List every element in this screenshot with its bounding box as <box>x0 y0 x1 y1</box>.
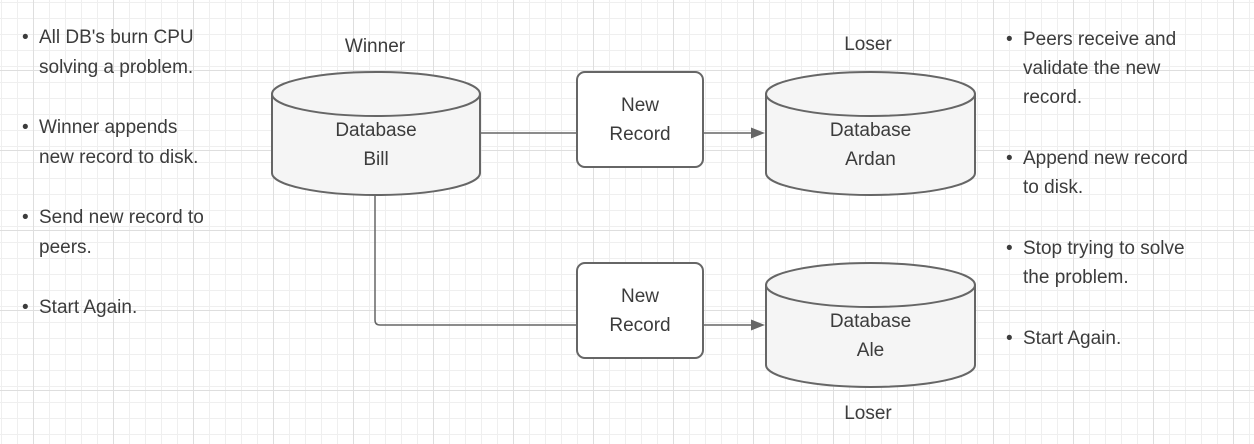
db-ardan-label: Database Ardan <box>829 119 912 170</box>
list-item: Stop trying to solve the problem. <box>1006 234 1251 292</box>
db-ale-label: Database Ale <box>829 311 912 361</box>
new-record-bottom-label: New Record <box>609 285 671 336</box>
winner-label: Winner <box>344 35 406 57</box>
new-record-bottom-box <box>576 262 704 359</box>
new-record-top-label: New Record <box>609 94 671 145</box>
list-item: Start Again. <box>22 293 252 323</box>
list-item: Append new record to disk. <box>1006 144 1251 202</box>
loser-top-label: Loser <box>844 33 892 55</box>
db-bill-cylinder <box>271 71 481 196</box>
list-item: Start Again. <box>1006 324 1251 353</box>
db-ale-cylinder <box>765 262 976 388</box>
db-bill-label: Database Bill <box>335 119 417 170</box>
left-notes-list: All DB's burn CPU solving a problem. Win… <box>22 23 252 353</box>
right-notes-list: Peers receive and validate the new recor… <box>1006 25 1251 385</box>
list-item: Peers receive and validate the new recor… <box>1006 25 1251 112</box>
list-item: Winner appends new record to disk. <box>22 113 252 173</box>
connector-bill-to-new-record-bottom <box>374 195 577 326</box>
db-ardan-cylinder <box>765 71 976 196</box>
arrowhead-to-ardan-icon <box>751 127 765 139</box>
loser-bottom-label: Loser <box>844 402 892 424</box>
list-item: All DB's burn CPU solving a problem. <box>22 23 252 83</box>
list-item: Send new record to peers. <box>22 203 252 263</box>
arrowhead-to-ale-icon <box>751 319 765 331</box>
new-record-top-box <box>576 71 704 168</box>
